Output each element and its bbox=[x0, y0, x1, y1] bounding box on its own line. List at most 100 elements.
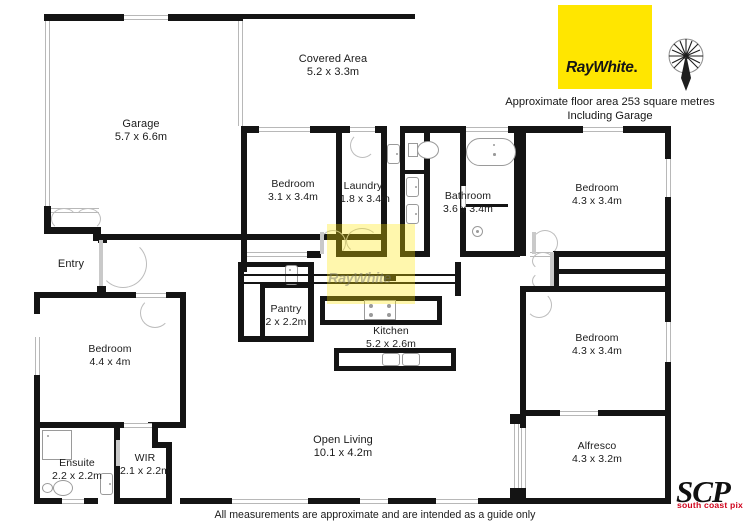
room-label-alfresco: Alfresco 4.3 x 3.2m bbox=[557, 440, 637, 465]
wall-bed4-bottom-b bbox=[598, 410, 671, 416]
room-dim-bedroom-2: 3.1 x 3.4m bbox=[267, 190, 319, 203]
room-label-bedroom-2: Bedroom 3.1 x 3.4m bbox=[248, 178, 338, 203]
room-dim-alfresco: 4.3 x 3.2m bbox=[571, 452, 623, 465]
wall-bed2-left bbox=[241, 126, 247, 272]
wall-bed1-bottom-a bbox=[34, 422, 120, 428]
door-arc-entry bbox=[99, 240, 147, 288]
wall-bed4-right-a bbox=[665, 286, 671, 322]
wall-alfresco-bottom bbox=[520, 498, 671, 504]
fixture-hall-upper-knob bbox=[415, 186, 417, 188]
wall-bed4-top bbox=[520, 286, 555, 292]
fixture-pantry-knob bbox=[289, 269, 291, 271]
wall-wir-top-a bbox=[114, 422, 124, 428]
room-dim-bedroom-3: 4.3 x 3.4m bbox=[571, 194, 623, 207]
wall-hall-cupboard-left bbox=[400, 133, 405, 255]
window-wir-top bbox=[124, 423, 152, 428]
wall-living-bottom-a bbox=[180, 498, 232, 504]
wall-bed2-right bbox=[336, 126, 342, 256]
window-living-right bbox=[514, 420, 519, 492]
window-living-bottom-a bbox=[232, 499, 308, 504]
room-name-bedroom-3: Bedroom bbox=[575, 182, 619, 194]
room-dim-bathroom: 3.6 x 3.4m bbox=[442, 202, 494, 215]
wall-kitchen-bench-bottom bbox=[320, 320, 442, 325]
wall-entry-top bbox=[100, 234, 212, 240]
fixture-toilet-cistern bbox=[408, 143, 418, 157]
wall-alfresco-left-top bbox=[520, 410, 526, 428]
wall-ensuite-bottom-a bbox=[34, 498, 62, 504]
photographer-logo: SCP south coast pix bbox=[676, 476, 746, 521]
room-name-ensuite: Ensuite bbox=[59, 457, 95, 469]
window-bed1-top bbox=[136, 293, 166, 298]
room-label-bathroom: Bathroom 3.6 x 3.4m bbox=[430, 190, 506, 215]
room-name-bedroom-2: Bedroom bbox=[271, 178, 315, 190]
wall-bed2-top-b bbox=[310, 126, 341, 133]
room-name-bathroom: Bathroom bbox=[444, 190, 492, 202]
room-label-kitchen: Kitchen 5.2 x 2.6m bbox=[340, 325, 442, 350]
wall-bed3-top-c bbox=[623, 126, 671, 133]
door-arc-bed4 bbox=[526, 292, 552, 318]
room-dim-covered-area: 5.2 x 3.3m bbox=[306, 66, 360, 78]
compass-north-label: N bbox=[684, 55, 688, 61]
wall-kitchen-island-top bbox=[334, 348, 456, 353]
wall-alfresco-right bbox=[665, 410, 671, 504]
wall-kitchen-upper-bench-bottom bbox=[241, 282, 461, 284]
window-garage-top bbox=[124, 15, 168, 20]
wall-hall-cupboard-bottom bbox=[400, 251, 430, 257]
door-wir-leaf bbox=[116, 440, 120, 466]
compass-rose-icon: N bbox=[668, 38, 704, 91]
wall-pantry-inner-top bbox=[260, 283, 314, 288]
wall-laundry-right bbox=[381, 126, 387, 256]
wall-pantry-outer-top bbox=[238, 262, 314, 267]
room-label-bedroom-4: Bedroom 4.3 x 3.4m bbox=[557, 332, 637, 357]
wall-pantry-outer-bottom bbox=[238, 336, 314, 342]
wall-bed3-top-a bbox=[520, 126, 538, 133]
room-label-covered-area: Covered Area 5.2 x 3.3m bbox=[278, 53, 388, 79]
room-label-laundry: Laundry 1.8 x 3.4m bbox=[340, 180, 390, 205]
window-laundry-top bbox=[350, 127, 375, 132]
wall-ensuite-bottom-b bbox=[84, 498, 98, 504]
ray-white-logo-box: RayWhite. bbox=[558, 5, 652, 89]
wall-bathroom-right bbox=[514, 126, 520, 256]
wall-ensuite-right bbox=[114, 428, 120, 504]
window-bed2-bottom bbox=[247, 252, 307, 257]
room-name-laundry: Laundry bbox=[343, 180, 383, 192]
wall-garage-door-sill bbox=[44, 227, 100, 234]
wall-covered-top bbox=[243, 14, 415, 19]
measurement-disclaimer: All measurements are approximate and are… bbox=[214, 509, 536, 521]
wall-bed4-left bbox=[520, 286, 526, 416]
room-label-pantry: Pantry 2 x 2.2m bbox=[250, 303, 322, 328]
room-label-wir: WIR 2.1 x 2.2m bbox=[114, 452, 176, 477]
door-arc-garage-left bbox=[51, 208, 77, 230]
wall-bed1-right bbox=[180, 292, 186, 423]
floor-area-line-2: Including Garage bbox=[567, 110, 653, 122]
room-name-kitchen: Kitchen bbox=[373, 325, 409, 337]
wall-bed3-right-a bbox=[665, 126, 671, 159]
wall-kitchen-bench-top bbox=[320, 296, 442, 301]
wall-garage-top-left bbox=[44, 14, 124, 21]
fixture-ensuite-toilet bbox=[53, 480, 73, 496]
fixture-bathtub bbox=[466, 138, 516, 166]
door-robe-leaf bbox=[550, 252, 554, 290]
room-name-open-living: Open Living bbox=[313, 434, 373, 446]
wall-kitchen-corridor-right bbox=[455, 262, 461, 296]
door-bathroom-opening bbox=[461, 186, 466, 208]
fixture-hall-cupboard-upper bbox=[406, 177, 419, 197]
window-bed4-right bbox=[666, 322, 671, 362]
window-bed4-bottom bbox=[560, 411, 598, 416]
ray-white-wordmark: RayWhite bbox=[566, 59, 634, 76]
wall-entry-post-bottom bbox=[97, 286, 106, 295]
door-arc-bed2 bbox=[320, 230, 346, 256]
wall-entry-post-top bbox=[98, 234, 107, 243]
fixture-bathtub-drain bbox=[493, 153, 496, 156]
wall-bed1-left-lower bbox=[34, 375, 40, 423]
wall-garage-bottom-left bbox=[44, 206, 51, 234]
room-name-bedroom-4: Bedroom bbox=[575, 332, 619, 344]
floor-area-note: Approximate floor area 253 square metres… bbox=[470, 95, 750, 123]
wall-robe-bottom bbox=[553, 286, 671, 292]
floor-area-line-1: Approximate floor area 253 square metres bbox=[505, 96, 715, 108]
wall-garage-top-right bbox=[168, 14, 243, 21]
ray-white-dot: . bbox=[633, 59, 638, 76]
wall-hall-cupboard-shelf bbox=[405, 170, 430, 174]
room-name-bedroom-1: Bedroom bbox=[88, 343, 132, 355]
